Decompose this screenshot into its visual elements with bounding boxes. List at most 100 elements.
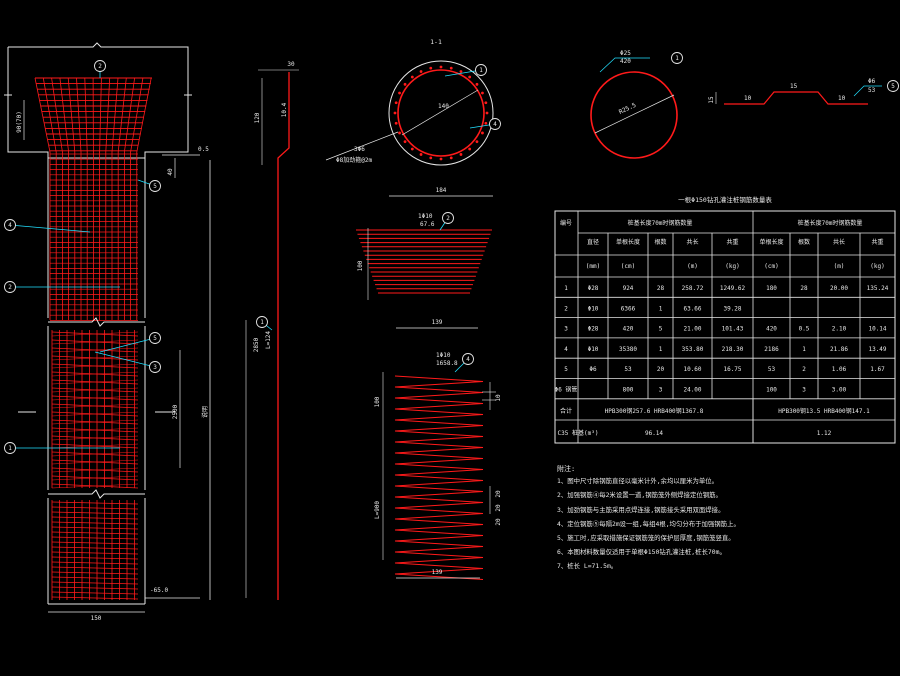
table-column-header: 单根长度 [759,238,783,246]
table-cell: Φ6 [589,366,597,373]
spiral-line [51,395,139,401]
dim-text: 20 [495,490,502,498]
table-column-unit: (m) [687,263,698,270]
callout-bubble [149,180,161,192]
table-cell: 2 [802,366,806,373]
note-item: 4、定位钢筋⑤每隔2m设一组,每组4根,均匀分布于加强钢筋上。 [557,519,740,528]
table-header: 编号 [560,219,572,227]
table-cell: 21.86 [830,346,848,353]
note-item: 5、施工时,应采取措施保证钢筋笼的保护层厚度,钢筋笼竖直。 [557,534,735,543]
table-cell: 924 [623,285,634,292]
main-bar-dot [398,131,401,135]
callout-bubble [4,219,16,231]
pile-section-circle [388,60,494,166]
spiral-line [51,566,139,570]
table-cell: 1.67 [870,366,885,373]
table-column-header: 根数 [798,238,810,246]
main-bar-dot [475,140,479,144]
table-cell: 96.14 [645,430,663,437]
table-column-header: 单根长度 [616,238,640,246]
dim-text: 20 [495,518,502,526]
spiral-line [51,451,139,457]
callout-number: 2 [446,215,450,222]
dim-text: 140 [438,103,449,110]
main-bar-dot [394,121,398,125]
table-cell: Φ28 [588,326,599,333]
table-column-header: 共长 [833,238,845,246]
spiral-line [51,506,139,510]
leader-line [99,337,156,353]
dim-text: 10 [744,95,752,102]
dim-text: 1658.8 [436,360,458,367]
main-bar-dot [398,91,401,95]
table-column-unit: (kg) [870,263,884,270]
table-column-header: 直径 [587,238,599,246]
table-cell: 180 [766,285,777,292]
main-bar-dot [484,121,488,125]
callout-number: 1 [479,67,483,74]
main-bar-dot [481,91,484,95]
table-cell: 2186 [764,346,779,353]
main-bar-dot [403,140,407,144]
main-bar-line [67,77,76,320]
main-bar-dot [468,147,472,151]
callout-bubble [149,361,161,373]
callout-number: 4 [8,222,12,229]
dim-text: 40 [167,168,174,176]
dim-text: 10.4 [281,102,288,117]
break-line [48,317,145,327]
main-bar-dot [429,66,433,70]
table-cell: 63.66 [683,305,701,312]
spiral-line [51,556,139,560]
table-cell: Φ28 [588,285,599,292]
table-header: 桩基长度70m时钢筋数量 [628,219,693,227]
dim-text: L=124 [265,331,272,349]
main-bar-line [76,77,82,320]
note-item: 6、本图材料数量仅适用于单根Φ150钻孔灌注桩,桩长70m。 [557,548,726,557]
pile-cap-outline [7,42,189,159]
table-cell: 21.00 [683,326,701,333]
table-column-header: 共长 [686,238,698,246]
callout-number: 4 [493,121,497,128]
table-column-unit: (kg) [725,263,739,270]
spiral-line [51,591,139,595]
dim-text: Φ6 [868,78,876,85]
spiral-line [51,541,139,545]
main-bar-dot [459,70,463,73]
callout-number: 1 [260,319,264,326]
dim-text: 90(70) [16,111,23,133]
callout-bubble [4,442,16,454]
spiral-line [51,581,139,585]
spiral-line [51,459,139,465]
table-cell: 101.43 [722,326,744,333]
callout-bubble [489,118,501,130]
callout-number: 2 [98,63,102,70]
table-cell: 16.75 [723,366,741,373]
table-cell: 1 [564,285,568,292]
dim-text: 30 [287,61,295,68]
spiral-line [51,546,139,550]
main-bar-dot [394,101,398,105]
spiral-line [51,561,139,565]
note-item: 2、加强钢筋④每2米设置一道,钢筋笼外侧焊接定位钢筋。 [557,491,722,500]
callout-number: 3 [153,364,157,371]
spiral-line [51,363,139,369]
leader-line [444,69,482,77]
main-bar-dot [439,65,443,69]
spiral-line [51,536,139,540]
spiral-line [51,419,139,425]
callout-bubble [671,52,683,64]
dim-text: Φ25 [620,50,631,57]
table-cell: 353.80 [682,346,704,353]
spiral-line [51,331,139,337]
dim-text: 1Φ10 [418,213,433,220]
table-cell: 6366 [621,305,636,312]
callout-bubble [442,212,454,224]
elevation-text: 0.5 [198,146,209,153]
dim-text: 10 [495,394,502,402]
table-cell: 1 [659,305,663,312]
callout-number: 5 [153,335,157,342]
